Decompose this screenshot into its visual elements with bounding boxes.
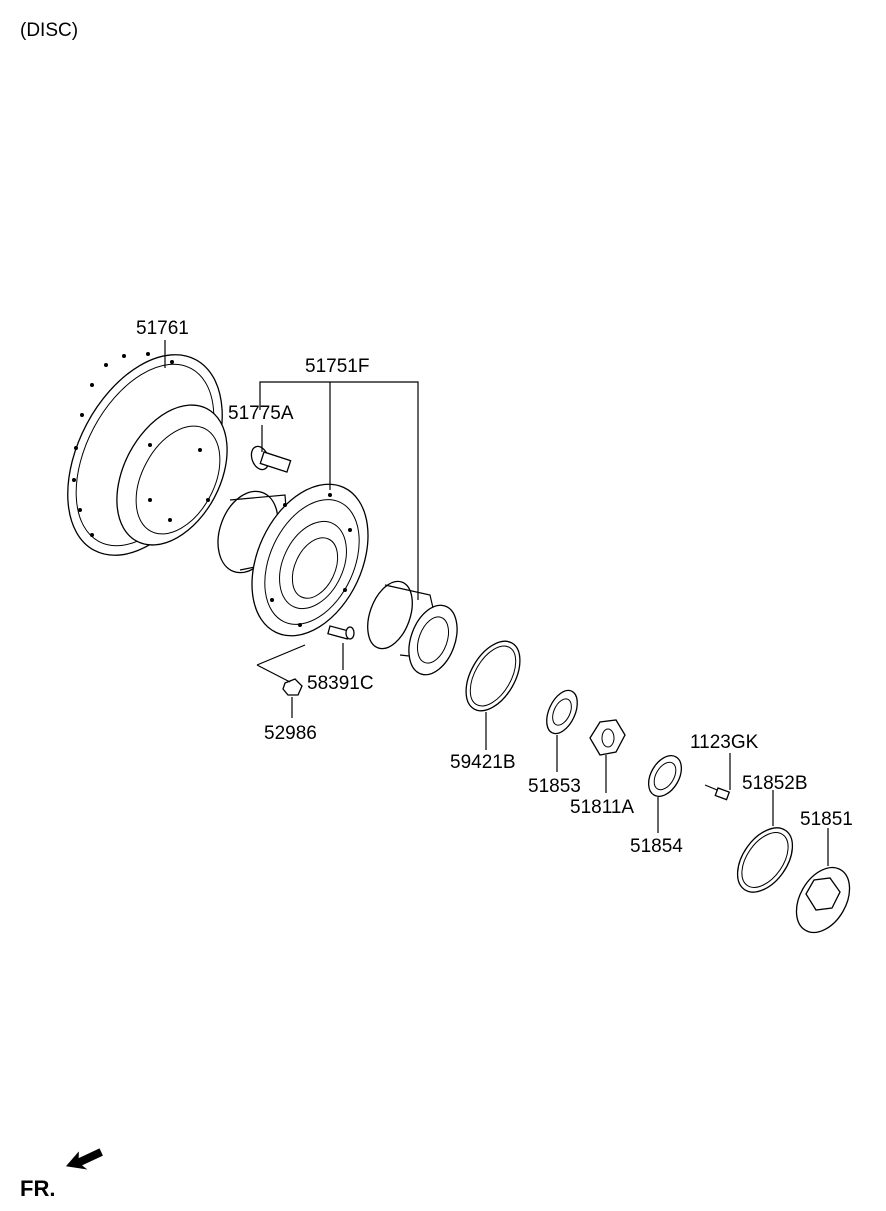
- leader-lines: [164, 340, 829, 866]
- part-number-52986[interactable]: 52986: [264, 723, 317, 744]
- part-number-58391C[interactable]: 58391C: [307, 673, 374, 694]
- part-number-51751F[interactable]: 51751F: [305, 356, 370, 377]
- nut-drawing[interactable]: [282, 678, 303, 696]
- o-ring-drawing[interactable]: [726, 818, 803, 902]
- direction-label: FR.: [20, 1176, 56, 1201]
- section-title: (DISC): [20, 20, 79, 41]
- bolt-drawing[interactable]: [704, 784, 731, 801]
- washer-drawing[interactable]: [540, 686, 583, 739]
- lock-washer-drawing[interactable]: [642, 750, 688, 802]
- lock-nut-drawing[interactable]: [589, 719, 626, 756]
- forward-arrow-icon: [65, 1148, 103, 1170]
- part-number-51853[interactable]: 51853: [528, 776, 581, 797]
- brake-disc-drawing[interactable]: [36, 329, 254, 582]
- part-number-51761[interactable]: 51761: [136, 318, 189, 339]
- hub-bolt-drawing[interactable]: [248, 444, 292, 473]
- part-number-51811A[interactable]: 51811A: [570, 797, 635, 818]
- hub-drawing[interactable]: [207, 466, 391, 655]
- snap-ring-drawing[interactable]: [455, 632, 531, 720]
- part-number-51851[interactable]: 51851: [800, 809, 853, 830]
- part-number-59421B[interactable]: 59421B: [450, 752, 516, 773]
- cap-drawing[interactable]: [786, 858, 861, 942]
- part-number-1123GK[interactable]: 1123GK: [690, 732, 759, 753]
- screw-drawing[interactable]: [327, 625, 355, 640]
- part-number-51852B[interactable]: 51852B: [742, 773, 808, 794]
- part-number-51775A[interactable]: 51775A: [228, 403, 294, 424]
- part-number-51854[interactable]: 51854: [630, 836, 683, 857]
- bearing-drawing[interactable]: [359, 575, 466, 681]
